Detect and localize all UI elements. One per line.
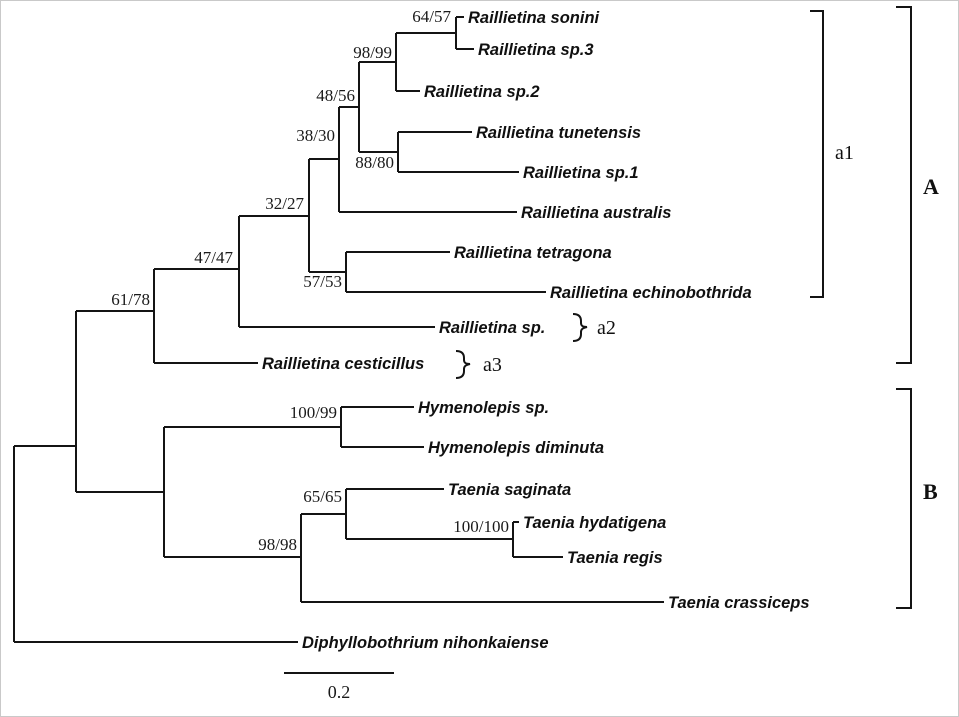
- clade-label-A: A: [923, 174, 939, 199]
- taxon-raillietina-sp: Raillietina sp.: [439, 319, 545, 337]
- clade-label-a1: a1: [835, 142, 854, 164]
- tree-edges: [12, 15, 664, 644]
- node-48-56: [339, 62, 361, 152]
- support-57-53: 57/53: [303, 272, 342, 291]
- node-ab: [14, 311, 78, 492]
- support-88-80: 88/80: [355, 153, 394, 172]
- support-labels: 64/57 98/99 48/56 88/80 38/30 32/27 57/5…: [111, 7, 509, 554]
- node-100-100: [346, 522, 515, 557]
- bracket-B: [896, 387, 913, 610]
- node-100-99: [164, 407, 343, 447]
- support-98-99: 98/99: [353, 43, 392, 62]
- scale-bar: 0.2: [284, 671, 394, 702]
- clade-label-a3: a3: [483, 354, 502, 376]
- node-32-27: [239, 159, 311, 272]
- taxon-diphyllobothrium-nihonkaiense: Diphyllobothrium nihonkaiense: [302, 634, 549, 652]
- node-98-98: [164, 514, 303, 602]
- node-61-78: [76, 269, 156, 363]
- taxon-taenia-regis: Taenia regis: [567, 549, 663, 567]
- taxon-raillietina-sp2: Raillietina sp.2: [424, 83, 540, 101]
- taxon-raillietina-sp3: Raillietina sp.3: [478, 41, 594, 59]
- taxon-labels: Raillietina sonini Raillietina sp.3 Rail…: [262, 9, 810, 652]
- taxon-hymenolepis-diminuta: Hymenolepis diminuta: [428, 439, 604, 457]
- bracket-a1: [810, 9, 825, 299]
- taxon-hymenolepis-sp: Hymenolepis sp.: [418, 399, 549, 417]
- support-98-98: 98/98: [258, 535, 297, 554]
- clade-annotations: a1 A B a2 a3: [455, 5, 939, 610]
- taxon-raillietina-echinobothrida: Raillietina echinobothrida: [550, 284, 752, 302]
- node-38-30: [309, 107, 341, 212]
- bracket-A: [896, 5, 913, 365]
- support-38-30: 38/30: [296, 126, 335, 145]
- taxon-raillietina-cesticillus: Raillietina cesticillus: [262, 355, 424, 373]
- support-47-47: 47/47: [194, 248, 233, 267]
- taxon-raillietina-tunetensis: Raillietina tunetensis: [476, 124, 641, 142]
- taxon-raillietina-sp1: Raillietina sp.1: [523, 164, 639, 182]
- node-64-57: [396, 17, 458, 49]
- support-100-100: 100/100: [453, 517, 509, 536]
- brace-a2: [572, 313, 588, 342]
- node-57-53: [309, 252, 348, 292]
- clade-label-a2: a2: [597, 317, 616, 339]
- node-47-47: [154, 216, 241, 327]
- support-32-27: 32/27: [265, 194, 304, 213]
- clade-label-B: B: [923, 479, 938, 504]
- node-b: [76, 427, 166, 557]
- support-64-57: 64/57: [412, 7, 451, 26]
- scale-bar-label: 0.2: [328, 682, 351, 702]
- taxon-taenia-crassiceps: Taenia crassiceps: [668, 594, 810, 612]
- brace-a3: [455, 350, 471, 379]
- taxon-taenia-hydatigena: Taenia hydatigena: [523, 514, 666, 532]
- support-61-78: 61/78: [111, 290, 150, 309]
- taxon-raillietina-australis: Raillietina australis: [521, 204, 671, 222]
- taxon-taenia-saginata: Taenia saginata: [448, 481, 571, 499]
- support-65-65: 65/65: [303, 487, 342, 506]
- taxon-raillietina-sonini: Raillietina sonini: [468, 9, 600, 27]
- taxon-raillietina-tetragona: Raillietina tetragona: [454, 244, 612, 262]
- node-98-99: [359, 33, 398, 91]
- node-88-80: [359, 132, 400, 172]
- node-65-65: [301, 489, 348, 539]
- support-48-56: 48/56: [316, 86, 355, 105]
- support-100-99: 100/99: [290, 403, 337, 422]
